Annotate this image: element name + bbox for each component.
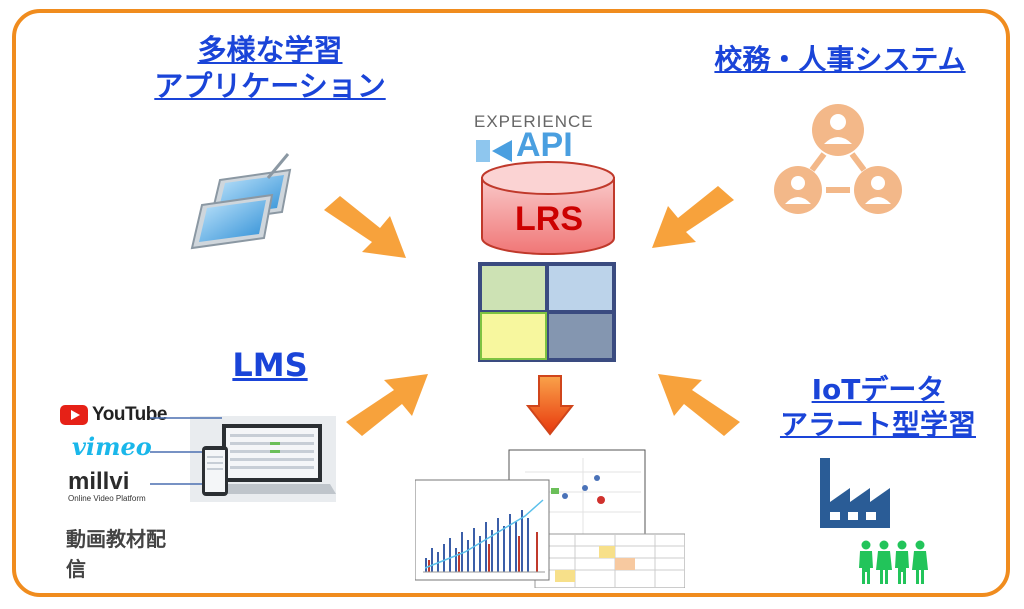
millvi-logo: millvi Online Video Platform — [68, 468, 146, 504]
data-quadrant-grid — [478, 262, 616, 362]
iot-line1[interactable]: IoTデータ — [811, 373, 945, 406]
arrow-from-apps-icon — [324, 196, 406, 258]
factory-icon — [820, 458, 890, 528]
laptop-icon — [150, 416, 336, 502]
arrow-from-hr-icon — [652, 186, 734, 248]
video-caption-line2: 信 — [66, 557, 86, 581]
lms-link[interactable]: LMS — [232, 346, 308, 384]
youtube-play-icon — [60, 405, 88, 425]
youtube-logo: YouTube — [60, 404, 167, 426]
school-hr-system-link[interactable]: 校務・人事システム — [714, 43, 966, 76]
iot-alert-learning-link[interactable]: IoTデータ アラート型学習 — [748, 372, 1008, 442]
xapi-logo-api: API — [516, 126, 573, 164]
xapi-logo-top: EXPERIENCE — [474, 112, 594, 131]
video-content-caption: 動画教材配 信 — [66, 524, 216, 584]
down-arrow-icon — [526, 375, 574, 436]
learning-apps-line1[interactable]: 多様な学習 — [197, 33, 343, 67]
outer-frame — [12, 9, 1010, 597]
grid-cell-yellow — [480, 312, 547, 360]
video-caption-line1: 動画教材配 — [66, 527, 166, 551]
lrs-label: LRS — [515, 200, 583, 238]
arrow-from-lms-icon — [346, 374, 428, 436]
grid-cell-green — [480, 264, 547, 312]
analytics-dashboard-image — [415, 449, 685, 588]
grid-cell-slate — [547, 312, 614, 360]
people-network-icon — [774, 104, 902, 214]
vimeo-logo: vimeo — [72, 432, 152, 461]
iot-line2[interactable]: アラート型学習 — [779, 408, 976, 441]
grid-cell-blue — [547, 264, 614, 312]
arrow-from-iot-icon — [658, 374, 740, 436]
millvi-tagline: Online Video Platform — [68, 494, 146, 503]
database-icon — [481, 161, 615, 255]
youtube-text: YouTube — [92, 404, 167, 425]
xapi-mark-icon — [476, 140, 512, 162]
millvi-text: millvi — [68, 468, 130, 495]
workers-icon — [859, 540, 928, 584]
learning-apps-line2[interactable]: アプリケーション — [154, 69, 386, 104]
learning-apps-link[interactable]: 多様な学習 アプリケーション — [140, 32, 400, 105]
tablet-stack-icon — [190, 153, 292, 250]
xapi-logo: EXPERIENCE API — [474, 112, 594, 165]
